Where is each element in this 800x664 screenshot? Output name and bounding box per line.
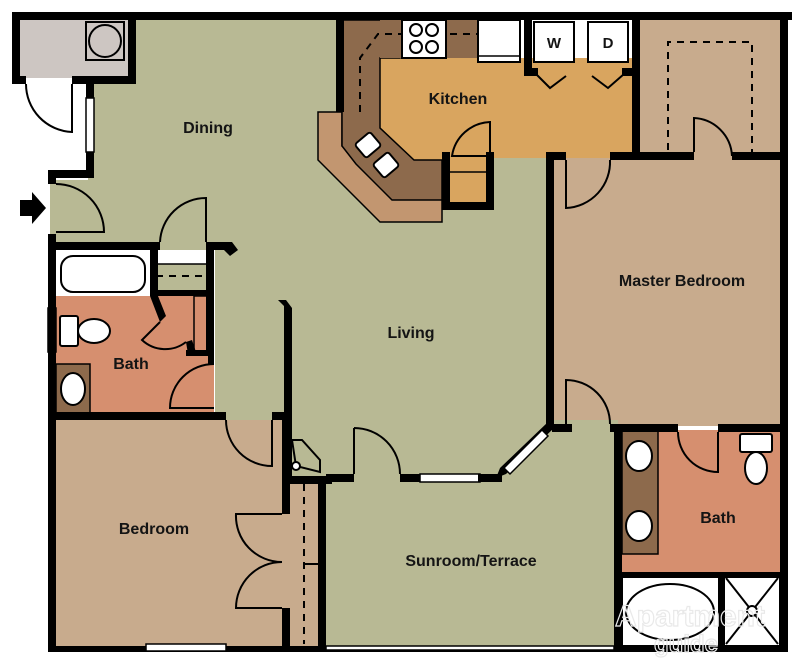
range-icon	[401, 19, 447, 59]
room-label-sunroom: Sunroom/Terrace	[405, 553, 536, 570]
room-label-kitchen: Kitchen	[429, 91, 488, 108]
room-label-dining: Dining	[183, 120, 233, 137]
sunroom-floor	[326, 420, 618, 646]
upper-cabinet-line	[359, 33, 520, 112]
entry-arrow-icon	[20, 192, 46, 224]
laundry: W D	[533, 21, 629, 90]
door-swings	[24, 83, 733, 609]
washer-icon	[533, 21, 575, 63]
water-heater-icon	[85, 21, 125, 61]
refrigerator-icon	[477, 19, 521, 63]
walls	[12, 12, 792, 652]
dryer-icon	[587, 21, 629, 63]
pantry-floor	[446, 160, 486, 206]
bathtub-icon	[60, 255, 146, 293]
room-label-hall-bath: Bath	[113, 356, 149, 373]
room-labels: Dining Kitchen Living Master Bedroom Bat…	[113, 91, 745, 570]
sink-icon	[625, 510, 653, 542]
master-bedroom-floor	[552, 158, 780, 426]
watermark: Apartment guide	[614, 599, 765, 658]
kitchen-counters	[317, 19, 521, 223]
room-label-bedroom: Bedroom	[119, 521, 189, 538]
svg-text:guide: guide	[654, 631, 718, 658]
room-label-living: Living	[387, 325, 434, 342]
svg-text:Apartment: Apartment	[615, 600, 765, 633]
toilet-icon	[59, 315, 111, 347]
closet-shelf	[667, 41, 753, 156]
sink-icon	[625, 440, 653, 472]
dining-living-floor	[50, 20, 552, 478]
room-label-master-bedroom: Master Bedroom	[619, 273, 745, 290]
room-label-master-bath: Bath	[700, 510, 736, 527]
linen-closet	[153, 263, 213, 293]
sink-icon	[354, 131, 400, 179]
sink-icon	[60, 372, 86, 406]
master-closet-floor	[640, 20, 780, 158]
toilet-icon	[739, 433, 773, 485]
dryer-label: D	[603, 35, 614, 52]
hinged-panel	[290, 439, 321, 474]
washer-label: W	[547, 35, 562, 52]
